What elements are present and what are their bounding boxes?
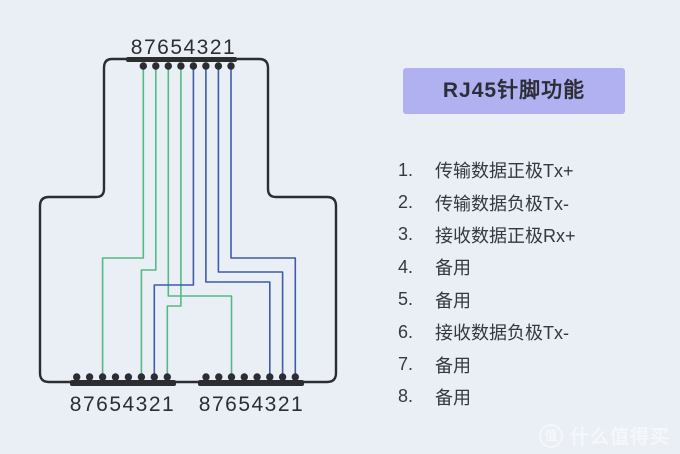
pin-number: 2.	[398, 192, 414, 213]
connector-outline	[38, 57, 338, 384]
pin-number: 3.	[398, 224, 414, 245]
pin-number: 7.	[398, 354, 414, 375]
top-contact-bar	[126, 57, 237, 62]
pin-number: 1.	[398, 159, 414, 180]
bottom-left-pin-numbers: 87654321	[70, 393, 175, 416]
pin-function-list: 1. 传输数据正极Tx+ 2. 传输数据负极Tx- 3. 接收数据正极Rx+ 4…	[398, 154, 658, 413]
pin-number: 4.	[398, 256, 414, 277]
pin-function-row: 6. 接收数据负极Tx-	[398, 316, 658, 348]
pin-function-label: 接收数据正极Rx+	[435, 225, 576, 246]
pin-function-label: 传输数据正极Tx+	[435, 161, 574, 182]
pin-function-row: 8. 备用	[398, 381, 658, 413]
pin-number: 5.	[398, 289, 414, 310]
top-pin-dots	[139, 62, 235, 70]
wire-pin5	[166, 66, 182, 377]
wire-pin6	[167, 66, 233, 377]
smzdm-logo-icon: 值	[538, 423, 563, 448]
pin-function-row: 7. 备用	[398, 348, 658, 380]
pin-function-label: 备用	[435, 387, 471, 408]
pin-function-row: 2. 传输数据负极Tx-	[398, 186, 658, 218]
pin-number: 6.	[398, 321, 414, 342]
pin-function-label: 备用	[435, 258, 471, 279]
wire-pin3	[205, 66, 271, 377]
wire-pin1	[230, 66, 297, 377]
pin-function-label: 备用	[435, 355, 471, 376]
watermark: 值 什么值得买	[538, 422, 670, 449]
pin-function-row: 5. 备用	[398, 284, 658, 316]
pin-function-label: 传输数据负极Tx-	[435, 193, 569, 214]
wire-pin7	[140, 66, 157, 377]
pin-function-label: 备用	[435, 290, 471, 311]
bottom-left-contact-bar	[70, 380, 176, 386]
pin-function-row: 3. 接收数据正极Rx+	[398, 219, 658, 251]
top-pin-numbers: 87654321	[131, 36, 236, 59]
wire-pin8	[101, 66, 145, 377]
bottom-left-pin-dots	[73, 373, 171, 381]
wire-pin4	[153, 66, 195, 377]
bottom-right-contact-bar	[198, 380, 304, 386]
wires	[101, 66, 297, 377]
bottom-right-pin-dots	[202, 373, 299, 381]
panel-title: RJ45针脚功能	[403, 68, 625, 114]
bottom-right-pin-numbers: 87654321	[199, 393, 304, 416]
pin-number: 8.	[398, 386, 414, 407]
wire-pin2	[217, 66, 284, 377]
watermark-text: 什么值得买	[569, 427, 670, 448]
pin-function-label: 接收数据负极Tx-	[435, 323, 569, 344]
pin-function-row: 1. 传输数据正极Tx+	[398, 154, 658, 186]
pin-function-row: 4. 备用	[398, 251, 658, 283]
